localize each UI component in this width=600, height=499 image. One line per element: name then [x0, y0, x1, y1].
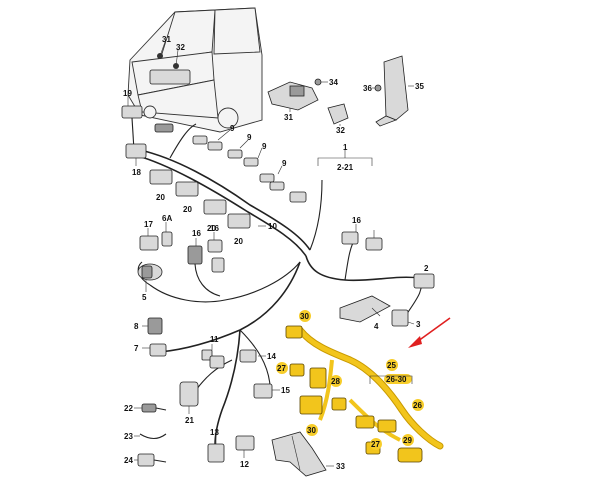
callout-33: 33 — [336, 462, 345, 471]
callout-28: 28 — [331, 377, 340, 386]
callout-9-a: 9 — [230, 124, 235, 133]
van-illustration — [127, 7, 263, 133]
component-19 — [121, 105, 143, 151]
highlight-26-30 — [384, 374, 412, 384]
callout-16-a: 16 — [192, 229, 201, 238]
highlight-29 — [402, 434, 414, 446]
callout-22: 22 — [124, 404, 133, 413]
callout-32-bracket: 32 — [336, 126, 345, 135]
callout-27-b: 27 — [371, 440, 380, 449]
components-8-7 — [147, 317, 167, 357]
callout-4: 4 — [374, 322, 379, 331]
callout-6a: 6A — [162, 214, 172, 223]
components-11-14 — [201, 349, 257, 369]
callout-30-b: 30 — [307, 426, 316, 435]
components-right — [339, 231, 435, 327]
callout-26: 26 — [413, 401, 422, 410]
component-18 — [125, 143, 147, 159]
callout-20-d: 20 — [234, 237, 243, 246]
callout-36: 36 — [363, 84, 372, 93]
callout-3: 3 — [416, 320, 421, 329]
highlight-27-a — [276, 362, 288, 374]
callout-35: 35 — [415, 82, 424, 91]
highlight-30-a — [299, 310, 311, 322]
callout-14: 14 — [267, 352, 276, 361]
callout-bracket-1 — [317, 150, 373, 166]
callout-9-b: 9 — [247, 133, 252, 142]
callout-23: 23 — [124, 432, 133, 441]
bracket-assembly — [267, 55, 409, 127]
callout-34: 34 — [329, 78, 338, 87]
callout-9-d: 9 — [282, 159, 287, 168]
callout-19: 19 — [123, 89, 132, 98]
callout-26-30: 26-30 — [386, 375, 407, 384]
sub-harness-25 — [285, 325, 444, 463]
highlight-26 — [412, 399, 424, 411]
connectors-9 — [154, 123, 307, 203]
callout-31-bracket: 31 — [284, 113, 293, 122]
highlight-25 — [386, 359, 398, 371]
callout-16-b: 16 — [210, 224, 219, 233]
callout-11: 11 — [210, 335, 219, 344]
component-33 — [271, 431, 327, 477]
components-22-23-24 — [137, 403, 167, 467]
callout-15: 15 — [281, 386, 290, 395]
callout-8: 8 — [134, 322, 139, 331]
callout-5: 5 — [142, 293, 147, 302]
components-21-15 — [179, 381, 273, 407]
callout-9-c: 9 — [262, 142, 267, 151]
callout-16-c: 16 — [352, 216, 361, 225]
highlight-28 — [330, 375, 342, 387]
highlight-30-b — [306, 424, 318, 436]
callout-21: 21 — [185, 416, 194, 425]
components-13-12 — [207, 435, 255, 463]
callout-1: 1 — [343, 143, 348, 152]
callout-24: 24 — [124, 456, 133, 465]
components-17-6a-16-10 — [139, 231, 225, 297]
callout-12: 12 — [240, 460, 249, 469]
red-arrow-icon — [408, 317, 451, 348]
callout-25: 25 — [387, 361, 396, 370]
component-5 — [137, 263, 163, 281]
callout-32: 32 — [176, 43, 185, 52]
callout-2-21: 2-21 — [337, 163, 354, 172]
callout-20-b: 20 — [183, 205, 192, 214]
callout-30-a: 30 — [300, 312, 309, 321]
callout-18: 18 — [132, 168, 141, 177]
callout-31: 31 — [162, 35, 171, 44]
callout-20-c: 20 — [207, 224, 216, 233]
callout-7: 7 — [134, 344, 139, 353]
callout-27-a: 27 — [277, 364, 286, 373]
callout-13: 13 — [210, 428, 219, 437]
callout-29: 29 — [403, 436, 412, 445]
callout-17: 17 — [144, 220, 153, 229]
callout-2: 2 — [424, 264, 429, 273]
callout-10: 10 — [268, 222, 277, 231]
connectors-20 — [149, 169, 251, 229]
highlight-27-b — [370, 438, 382, 450]
callout-20-a: 20 — [156, 193, 165, 202]
